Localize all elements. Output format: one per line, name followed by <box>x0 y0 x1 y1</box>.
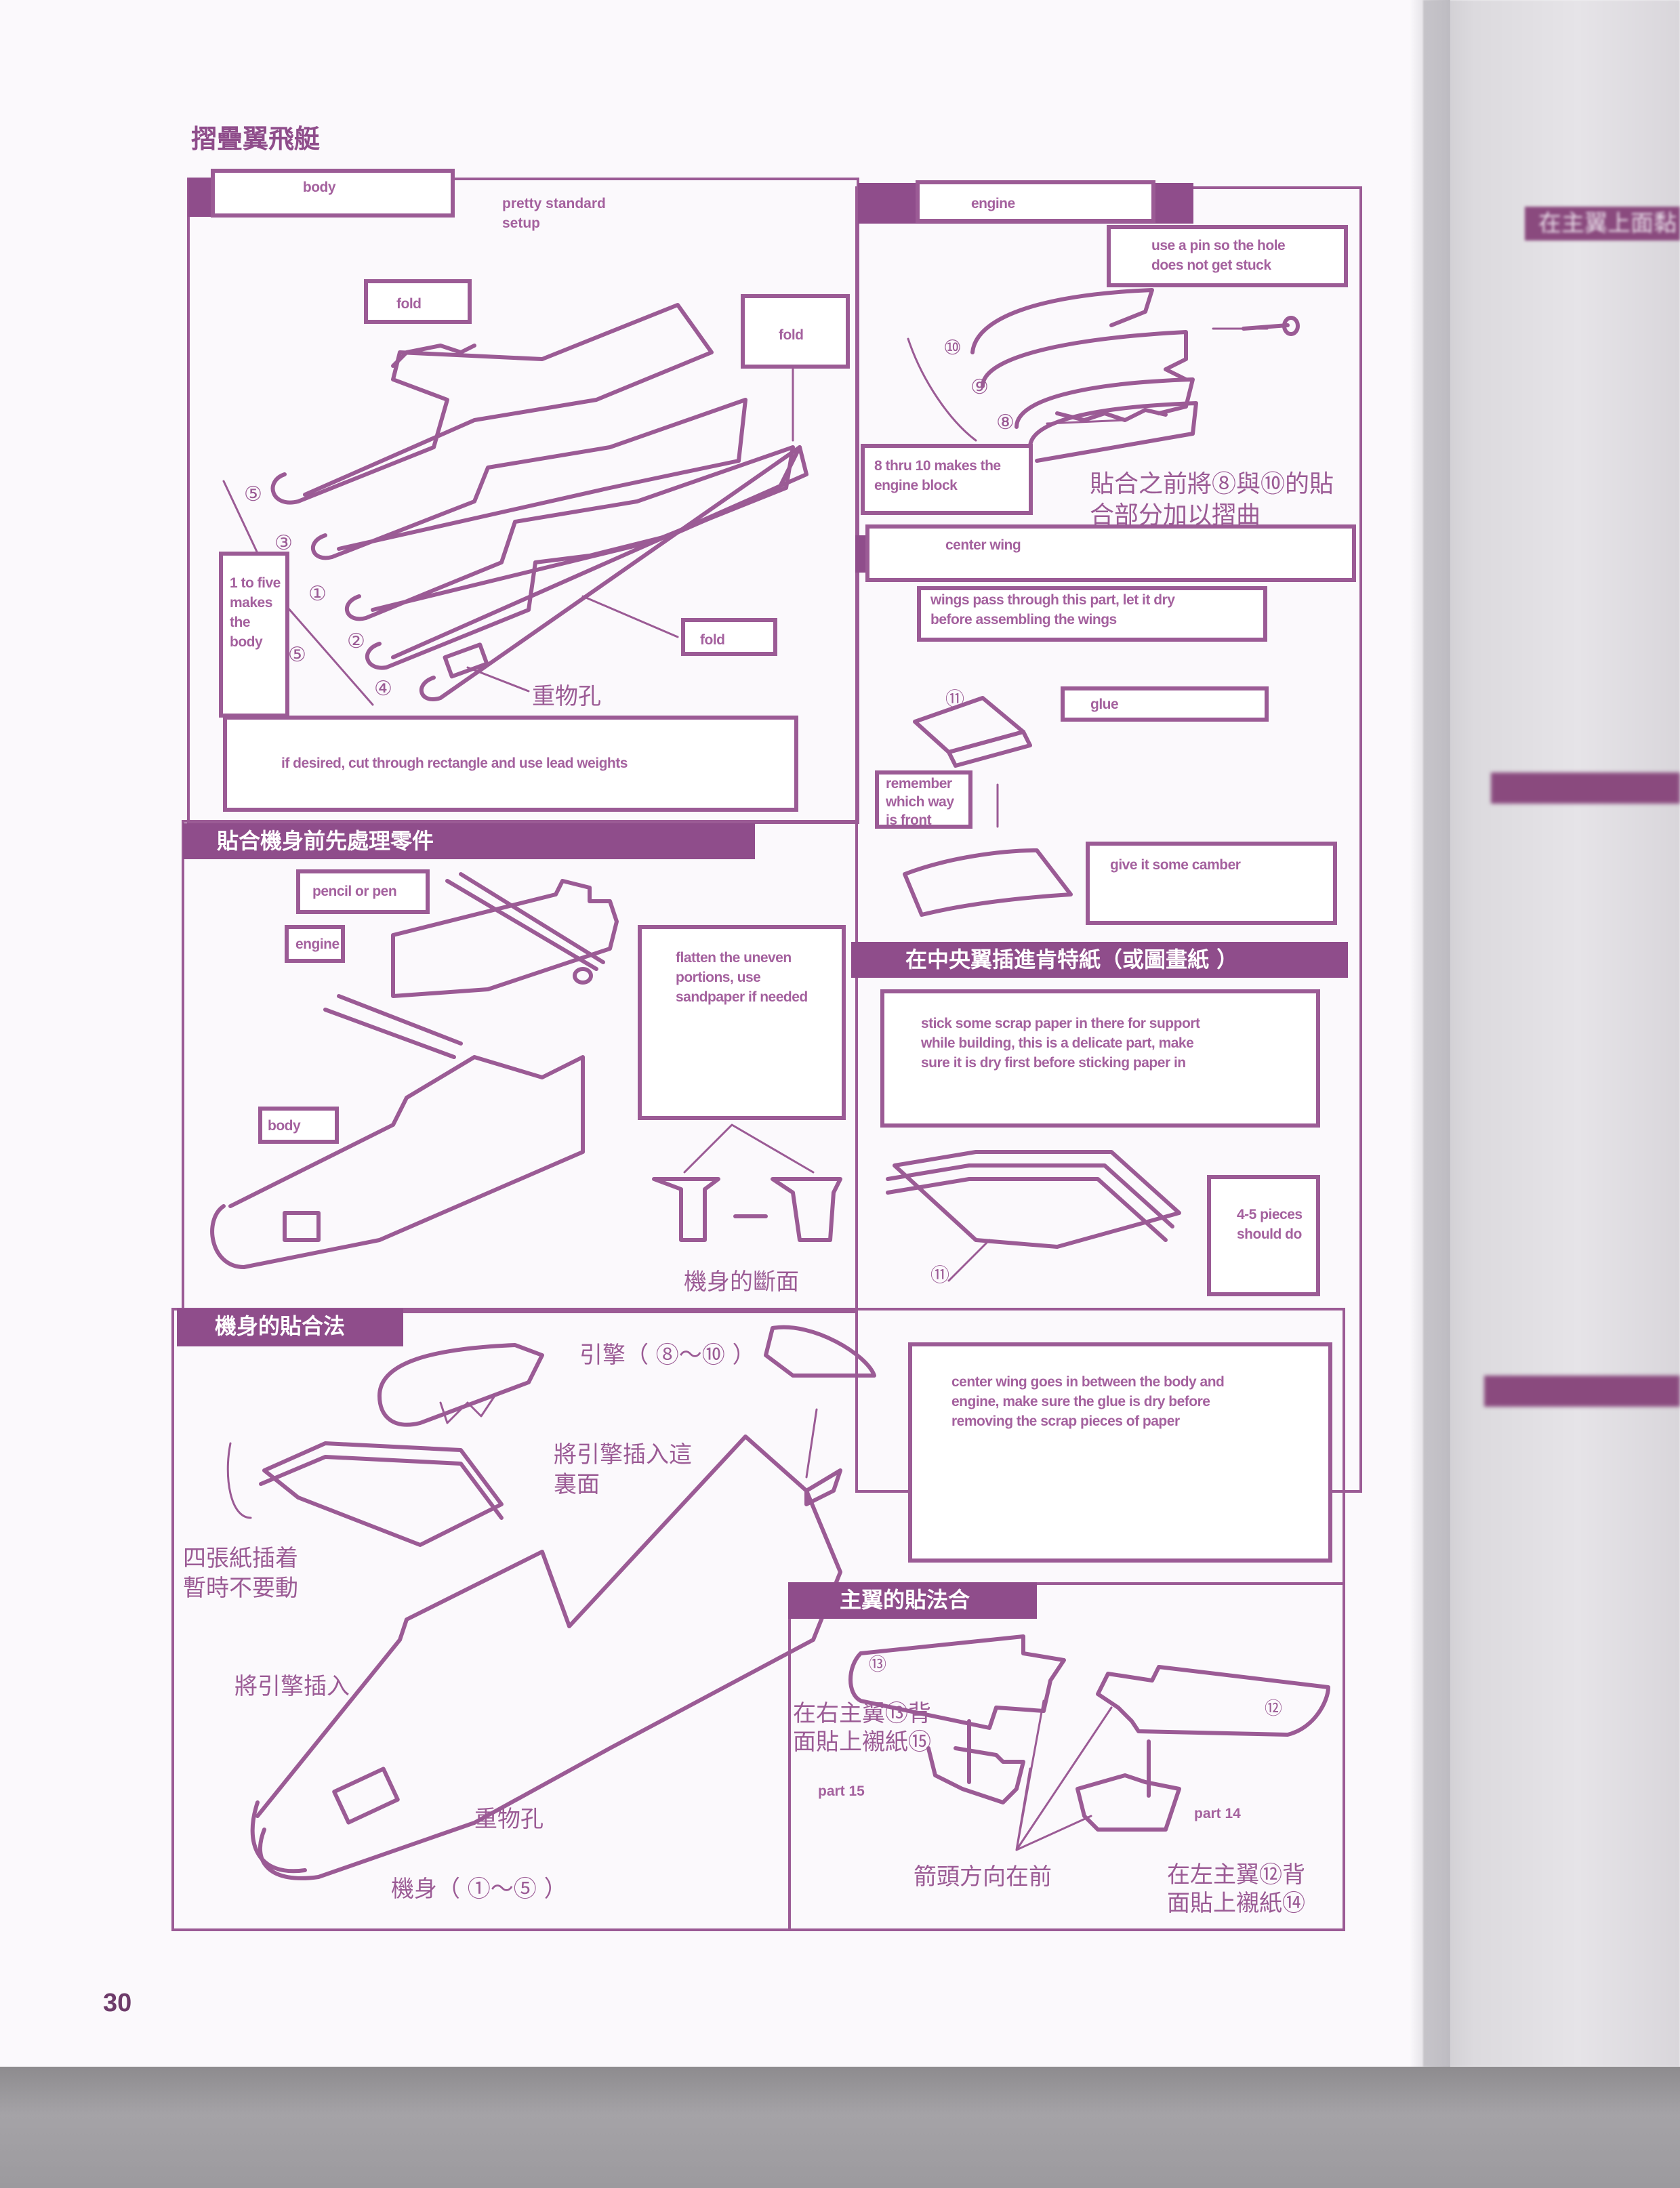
main-wing-illustration <box>848 1634 1330 1851</box>
caption-line: 在左主翼⑫背 <box>1167 1861 1305 1888</box>
fuselage-assembly-illustration <box>226 1325 876 1880</box>
papers-note: 四張紙插着暫時不要動 <box>183 1544 298 1603</box>
fold-label: fold <box>681 618 777 656</box>
preprocess-header: 貼合機身前先處理零件 <box>183 823 755 859</box>
pencil-label: pencil or pen <box>296 869 430 914</box>
facing-page <box>1423 0 1680 2067</box>
engine-label: engine <box>916 180 1155 223</box>
caption-line: 暫時不要動 <box>183 1575 298 1602</box>
main-wing-header: 主翼的貼法合 <box>788 1582 1037 1619</box>
wing-number: ⑫ <box>1265 1699 1283 1719</box>
part-number: ④ <box>374 677 392 701</box>
support-note: stick some scrap paper in there for supp… <box>880 989 1320 1128</box>
fuselage-caption: 機身（ ①～⑤ ） <box>391 1876 567 1903</box>
part-number: ⑪ <box>945 688 965 710</box>
part15-label: part 15 <box>818 1783 865 1799</box>
setup-note-line: pretty standard <box>502 196 606 211</box>
setup-note: pretty standard setup <box>502 194 606 233</box>
facing-page-header: 在主翼上面黏 <box>1525 207 1680 241</box>
body-label: body <box>211 169 455 218</box>
left-wing-note: 在左主翼⑫背面貼上襯紙⑭ <box>1167 1861 1305 1918</box>
part-number: ⑩ <box>943 336 962 360</box>
engine-label: engine <box>285 925 345 963</box>
insert-engine-caption: 將引擎插入 <box>234 1673 350 1700</box>
facing-page-bar <box>1491 772 1680 804</box>
setup-note-line: setup <box>502 215 541 231</box>
book-spine-shadow <box>1410 0 1450 2067</box>
bend-note-line: 貼合之前將⑧與⑩的貼 <box>1090 470 1334 498</box>
part-number: ⑤ <box>244 482 262 506</box>
wings-pass-note: wings pass through this part, let it dry… <box>917 586 1267 642</box>
part-number: ⑨ <box>970 375 989 399</box>
center-wing-illustration <box>903 696 1073 917</box>
insert-here-caption: 將引擎插入這裏面 <box>554 1440 692 1500</box>
part-number: ⑤ <box>288 643 306 667</box>
arrow-direction-note: 箭頭方向在前 <box>914 1863 1052 1891</box>
cross-section-caption: 機身的斷面 <box>684 1268 799 1296</box>
preprocess-panel-frame <box>182 820 858 1313</box>
kent-paper-header: 在中央翼插進肯特紙（或圖畫紙 ） <box>851 942 1348 978</box>
body-label: body <box>258 1107 339 1144</box>
body-parts-illustration <box>222 303 808 706</box>
part-number: ③ <box>274 531 293 555</box>
bend-note: 貼合之前將⑧與⑩的貼合部分加以摺曲 <box>1090 469 1334 526</box>
part-number: ⑪ <box>930 1264 950 1286</box>
body-panel-frame <box>187 178 859 824</box>
fold-label: fold <box>741 294 850 369</box>
caption-line: 面貼上襯紙⑮ <box>793 1729 931 1756</box>
weight-hole-caption: 重物孔 <box>532 683 601 710</box>
page-number: 30 <box>103 1989 132 2017</box>
assembly-header: 機身的貼合法 <box>177 1308 403 1346</box>
weight-hole-caption: 重物孔 <box>474 1806 544 1833</box>
preprocess-illustration <box>210 872 842 1269</box>
part-number: ⑧ <box>996 411 1015 434</box>
part-number: ① <box>308 582 327 606</box>
center-wing-note: center wing goes in between the body and… <box>908 1342 1332 1563</box>
scanner-background <box>0 2067 1680 2188</box>
caption-line: 面貼上襯紙⑭ <box>1167 1890 1305 1917</box>
glue-label: glue <box>1061 686 1269 722</box>
caption-line: 在右主翼⑬背 <box>793 1700 931 1727</box>
bend-note-line: 合部分加以摺曲 <box>1090 501 1261 526</box>
center-wing-label: center wing <box>865 524 1356 582</box>
weights-note: if desired, cut through rectangle and us… <box>223 716 798 812</box>
caption-line: 將引擎插入這 <box>554 1441 692 1468</box>
right-wing-note: 在右主翼⑬背面貼上襯紙⑮ <box>793 1699 931 1756</box>
part14-label: part 14 <box>1194 1806 1241 1821</box>
fold-label: fold <box>364 279 472 324</box>
engine-parts-illustration <box>907 288 1300 463</box>
main-wing-panel-frame <box>788 1582 1345 1931</box>
engine-caption: 引擎（ ⑧～⑩ ） <box>579 1342 756 1369</box>
facing-page-bar <box>1484 1376 1680 1407</box>
wing-number: ⑬ <box>869 1655 887 1675</box>
camber-note: give it some camber <box>1086 842 1337 925</box>
part-number: ② <box>347 629 365 653</box>
page-title: 摺疊翼飛艇 <box>191 124 321 154</box>
caption-line: 裏面 <box>554 1471 600 1498</box>
caption-line: 四張紙插着 <box>183 1545 298 1572</box>
kent-paper-illustration <box>886 1150 1181 1282</box>
